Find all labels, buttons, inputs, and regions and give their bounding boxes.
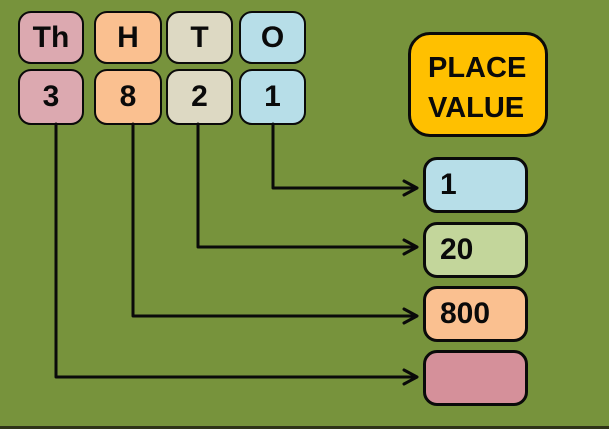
digit-box-ones: 1 <box>239 69 306 125</box>
header-box-tens: T <box>166 11 233 64</box>
digit-tens: 2 <box>191 80 208 113</box>
connector-hundreds <box>131 122 417 318</box>
digit-box-thousands: 3 <box>18 69 84 125</box>
result-box-tens: 20 <box>423 222 528 278</box>
arrowhead-tens <box>402 238 419 256</box>
header-label-ones: O <box>260 20 285 54</box>
result-box-ones: 1 <box>423 157 528 213</box>
arrowhead-ones <box>402 179 419 197</box>
header-label-tens: T <box>190 20 209 54</box>
digit-box-hundreds: 8 <box>94 69 162 125</box>
arrowhead-hundreds <box>402 307 419 325</box>
title-line-1: PLACE <box>428 52 527 84</box>
header-label-thousands: Th <box>32 20 70 54</box>
header-label-hundreds: H <box>117 20 139 54</box>
digit-hundreds: 8 <box>119 80 137 113</box>
arrowhead-thousands <box>402 368 419 386</box>
digit-box-tens: 2 <box>166 69 233 125</box>
digit-thousands: 3 <box>42 80 60 113</box>
result-value-ones: 1 <box>440 168 457 201</box>
result-value-tens: 20 <box>440 233 474 266</box>
title-line-2: VALUE <box>428 92 525 124</box>
header-box-thousands: Th <box>18 11 84 64</box>
result-value-hundreds: 800 <box>440 297 491 330</box>
slide-bottom-edge <box>0 426 609 429</box>
result-box-thousands <box>423 350 528 406</box>
digit-ones: 1 <box>264 80 281 113</box>
header-box-ones: O <box>239 11 306 64</box>
connector-ones <box>271 122 417 190</box>
connector-thousands <box>54 122 417 379</box>
result-box-hundreds: 800 <box>423 286 528 342</box>
connector-tens <box>196 122 417 249</box>
header-box-hundreds: H <box>94 11 162 64</box>
title-box: PLACE VALUE <box>408 32 548 137</box>
